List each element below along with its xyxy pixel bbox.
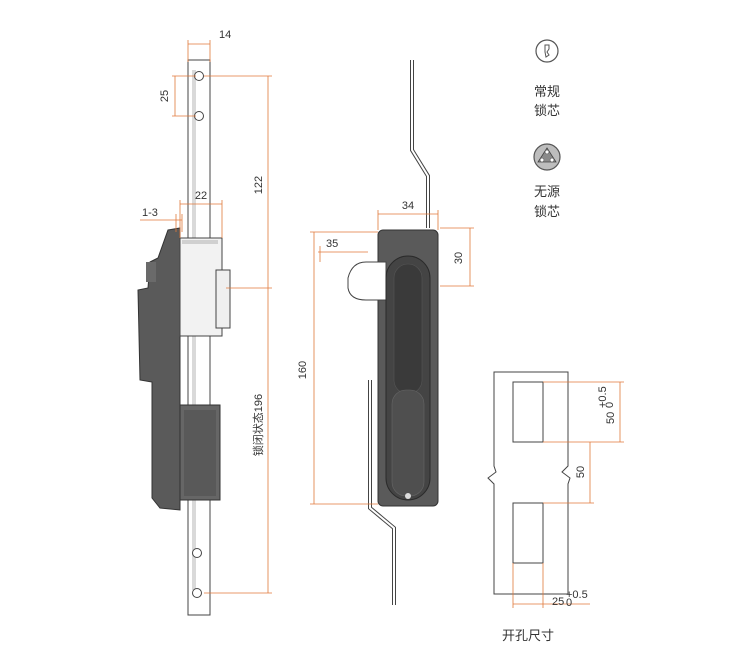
rod-hole-bottom-2 [192,588,202,598]
regular-core-label-1: 常规 [534,85,560,100]
cutout-slot-bottom [512,502,544,564]
passive-core-label-1: 无源 [534,185,560,200]
dim-bracket-width: 22 [195,190,207,202]
side-view [137,59,231,616]
front-rod-top [410,60,430,228]
cutout-dimensions: 50 +0.5 0 50 25 +0.5 0 [512,381,624,609]
front-view [347,60,439,605]
dim-slot-height: 50 [605,412,617,424]
dim-slot-width: 25 [552,596,564,608]
side-dimensions: 14 25 122 22 1-3 锁闭状态196 [140,29,272,594]
dim-front-height: 160 [297,361,309,379]
dim-slot-spacing: 50 [575,466,587,478]
dim-handle-offset: 35 [326,238,338,250]
dim-total-length: 122 [253,176,265,194]
front-handle [347,261,387,301]
cutout-title: 开孔尺寸 [502,629,554,644]
dim-top-width: 14 [219,29,231,41]
dim-locked-length: 锁闭状态196 [251,394,265,456]
rod-hole-bottom-1 [192,548,202,558]
dim-height-top: 30 [453,252,465,264]
regular-core-label-2: 锁芯 [534,103,560,119]
lock-core-legend: 常规 锁芯 无源 锁芯 [533,39,561,220]
regular-lock-core-icon [535,39,559,63]
dim-slot-height-tol-minus: 0 [604,402,616,408]
cutout-panel [487,371,571,595]
side-rod [187,59,211,616]
passive-core-label-2: 锁芯 [534,204,560,220]
side-lock-body [137,227,181,511]
dim-slot-height-tol-plus: +0.5 [597,386,609,408]
side-bracket [179,237,223,337]
cutout-drawing [487,371,571,595]
front-keyhole [405,493,411,499]
front-dimensions: 34 35 30 160 [297,200,474,505]
dim-offset: 1-3 [142,207,158,219]
dim-front-width: 34 [402,200,414,212]
dim-hole-spacing: 25 [159,90,171,102]
dim-slot-width-tol-plus: +0.5 [566,589,588,601]
cutout-slot-top [512,381,544,443]
dim-slot-width-tol-minus: 0 [566,597,572,609]
